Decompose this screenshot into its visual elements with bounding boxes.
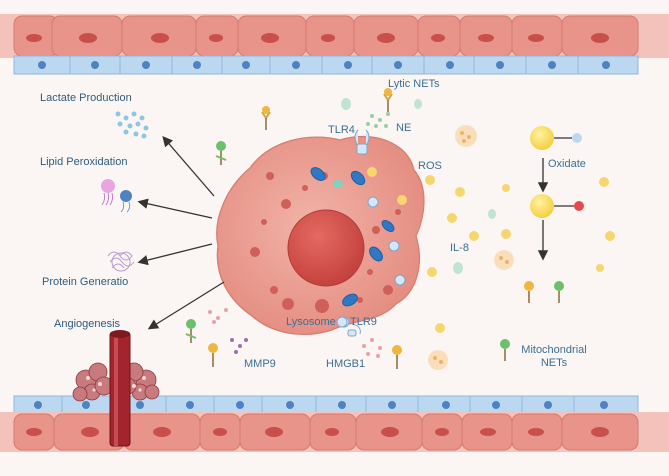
tumor-cell bbox=[216, 136, 425, 336]
protein-label: Protein Generatio bbox=[42, 276, 129, 288]
angiogenesis-label: Angiogenesis bbox=[54, 318, 121, 330]
oxidate-label: Oxidate bbox=[548, 158, 586, 170]
il8-particles bbox=[341, 98, 496, 274]
il8-label: IL-8 bbox=[450, 242, 469, 254]
tlr4-label: TLR4 bbox=[328, 124, 355, 136]
ne-label: NE bbox=[396, 122, 412, 134]
top-vessel-wall bbox=[0, 14, 669, 75]
oxidate-pathway bbox=[530, 126, 584, 218]
hmgb1-particles bbox=[362, 338, 382, 358]
granule-particles bbox=[428, 125, 514, 370]
lipid-label: Lipid Peroxidation bbox=[40, 156, 128, 168]
tlr9-label: TLR9 bbox=[350, 316, 377, 328]
arrows bbox=[137, 136, 549, 330]
hmgb1-label: HMGB1 bbox=[326, 358, 366, 370]
tlr9-receptor bbox=[336, 316, 361, 337]
lactate-label: Lactate Production bbox=[40, 92, 132, 104]
lipid-icons bbox=[101, 179, 132, 213]
lactate-particles bbox=[115, 111, 149, 139]
tlr4-receptor bbox=[354, 129, 370, 155]
ne-particles bbox=[366, 112, 390, 128]
ros-particles bbox=[425, 175, 615, 333]
mitochondrial-nets-line2: NETs bbox=[540, 357, 568, 369]
mmp9-particles bbox=[208, 308, 248, 354]
lysosome-label: Lysosome bbox=[286, 316, 336, 328]
mitochondrial-nets-label: Mitochondrial NETs bbox=[518, 344, 590, 370]
net-icons bbox=[185, 88, 564, 369]
mmp9-label: MMP9 bbox=[244, 358, 276, 370]
angiogenesis-vessel bbox=[72, 330, 160, 447]
mitochondrial-nets-line1: Mitochondrial bbox=[521, 344, 587, 356]
bottom-vessel-wall bbox=[0, 395, 669, 452]
ros-label: ROS bbox=[418, 160, 442, 172]
lytic-nets-label: Lytic NETs bbox=[388, 78, 440, 90]
protein-icon bbox=[107, 251, 135, 272]
